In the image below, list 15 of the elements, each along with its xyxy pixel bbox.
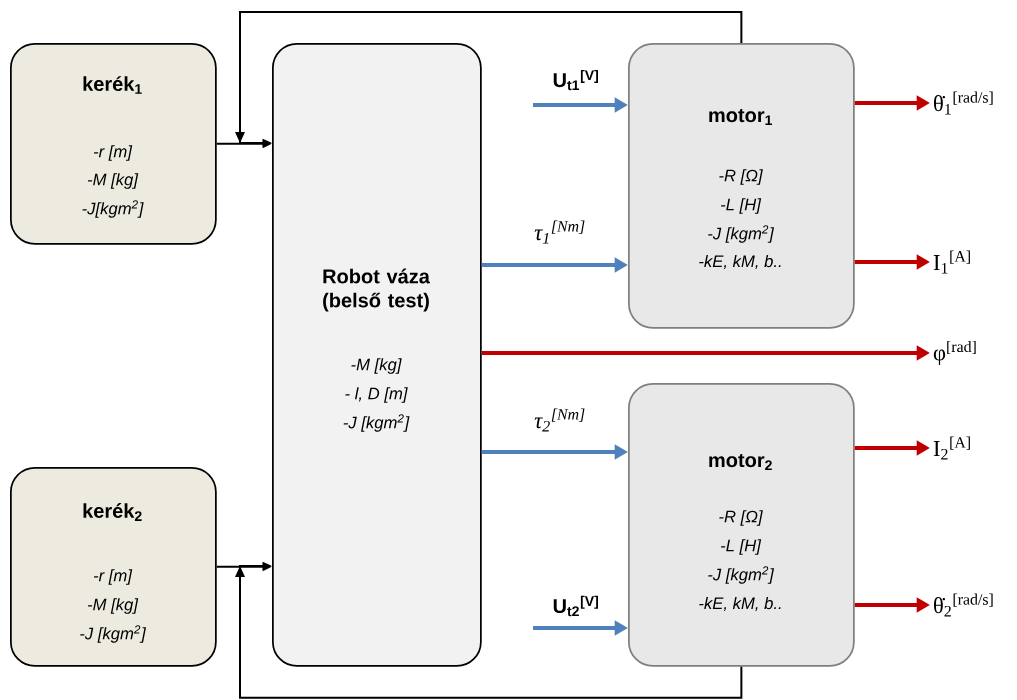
wheel-box: kerék$_{1}$ -r [m] -M [kg] -J[kgm$^{2}$] <box>10 43 217 245</box>
edge-label: τ$_{2}$[Nm] <box>534 408 585 432</box>
signal-label: I$_{1}$[A] <box>933 250 970 274</box>
wheel-box: kerék$_{2}$ -r [m] -M [kg] -J [kgm$^{2}$] <box>10 467 217 667</box>
edge-label: U$_{t1}$[V] <box>553 69 598 91</box>
edge-label: U$_{t2}$[V] <box>553 595 598 617</box>
signal-label: θ̇$_{2}$[rad/s] <box>934 593 993 617</box>
motor-box: motor$_{1}$ -R [Ω] -L [H] -J [kgm$^{2}$] -kE, kM, b.. <box>628 43 855 329</box>
motor-box: motor$_{2}$ -R [Ω] -L [H] -J [kgm$^{2}$] -kE, kM, b.. <box>628 383 855 667</box>
arrow <box>235 561 743 699</box>
robot-body-box: Robot váza (belső test) -M [kg] - l, D [m] -J [kgm$^{2}$] <box>272 43 482 667</box>
signal-label: θ̇$_{1}$[rad/s] <box>934 91 993 115</box>
signal-label: φ$^{[rad]}$ <box>933 340 976 366</box>
signal-label: I$_{2}$[A] <box>933 436 970 460</box>
edge-label: τ$_{1}$[Nm] <box>534 220 585 244</box>
